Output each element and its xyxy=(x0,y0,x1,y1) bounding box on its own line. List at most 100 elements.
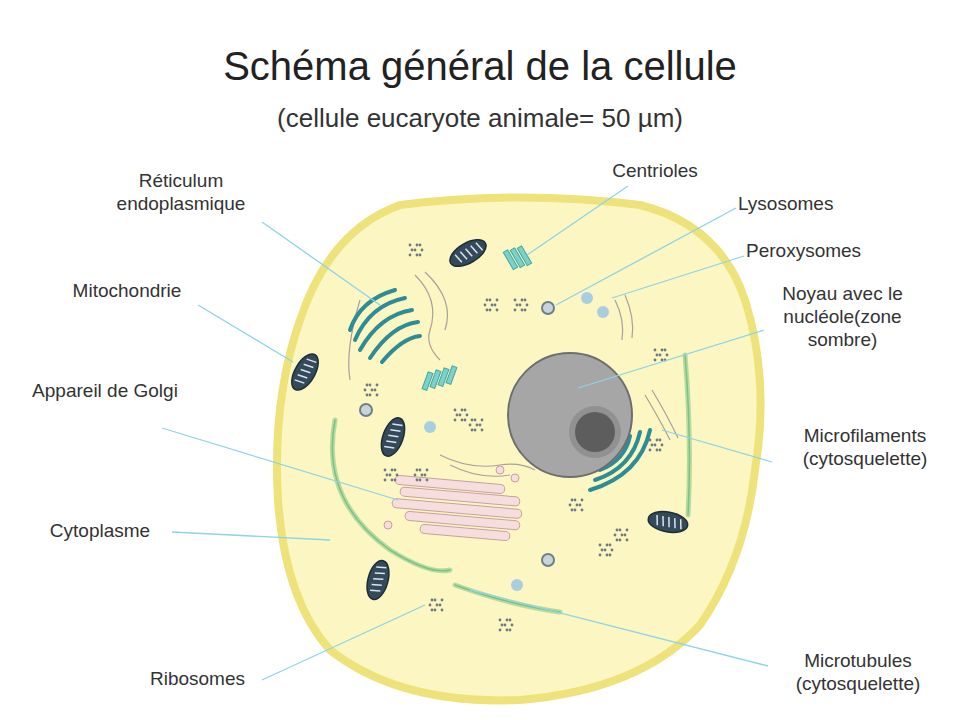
ribosome-dot xyxy=(389,474,392,477)
ribosome-dot xyxy=(656,449,659,452)
ribosome-dot xyxy=(496,309,499,312)
ribosome-dot xyxy=(471,429,474,432)
ribosome-dot xyxy=(371,389,374,392)
ribosome-dot xyxy=(376,394,379,397)
ribosome-dot xyxy=(396,474,399,477)
ribosome-dot xyxy=(419,469,422,472)
ribosome-dot xyxy=(504,624,507,627)
ribosome-dot xyxy=(621,534,624,537)
ribosome-dot xyxy=(574,499,577,502)
ribosome-dot xyxy=(429,604,432,607)
ribosome-dot xyxy=(606,544,609,547)
diagram-title: Schéma général de la cellule xyxy=(0,42,960,90)
ribosome-dot xyxy=(626,539,629,542)
ribosome-dot xyxy=(426,469,429,472)
ribosome-dot xyxy=(659,439,662,442)
part-label: Peroxysomes xyxy=(746,240,906,263)
ribosome-dot xyxy=(666,354,669,357)
ribosome-dot xyxy=(516,304,519,307)
part-label: Centrioles xyxy=(590,160,720,183)
part-label: Microtubules (cytosquelette) xyxy=(768,650,948,696)
ribosome-dot xyxy=(604,549,607,552)
ribosome-dot xyxy=(616,539,619,542)
ribosome-dot xyxy=(419,244,422,247)
ribosome-dot xyxy=(414,249,417,252)
ribosome-dot xyxy=(506,629,509,632)
ribosome-dot xyxy=(411,249,414,252)
ribosome-dot xyxy=(501,624,504,627)
ribosome-dot xyxy=(499,629,502,632)
ribosome-dot xyxy=(606,554,609,557)
ribosome-dot xyxy=(654,359,657,362)
ribosome-dot xyxy=(474,429,477,432)
ribosome-dot xyxy=(441,609,444,612)
ribosome-dot xyxy=(654,349,657,352)
ribosome-dot xyxy=(614,534,617,537)
ribosome-dot xyxy=(464,409,467,412)
ribosome-dot xyxy=(459,414,462,417)
ribosome-dot xyxy=(491,304,494,307)
ribosome-dot xyxy=(456,414,459,417)
ribosome-dot xyxy=(484,304,487,307)
ribosome-dot xyxy=(479,424,482,427)
ribosome-dot xyxy=(649,439,652,442)
ribosome-dot xyxy=(476,424,479,427)
ribosome-dot xyxy=(394,469,397,472)
ribosome-dot xyxy=(519,304,522,307)
part-label: Microfilaments (cytosquelette) xyxy=(775,425,955,471)
mitochondria xyxy=(286,234,689,602)
ribosome-dot xyxy=(434,599,437,602)
microfilaments xyxy=(349,272,678,476)
ribosome-dot xyxy=(469,424,472,427)
ribosome-dot xyxy=(414,474,417,477)
part-label: Appareil de Golgi xyxy=(30,380,180,403)
ribosome-dot xyxy=(366,384,369,387)
ribosome-dot xyxy=(656,439,659,442)
ribosome-dot xyxy=(416,244,419,247)
ribosome-dot xyxy=(494,304,497,307)
ribosome-dot xyxy=(611,549,614,552)
ribosome-dot xyxy=(454,409,457,412)
ribosome-dot xyxy=(601,549,604,552)
ribosome-dot xyxy=(509,629,512,632)
ribosome-dot xyxy=(386,474,389,477)
ribosome-dot xyxy=(486,299,489,302)
mitochondrion xyxy=(377,415,409,459)
part-label: Mitochondrie xyxy=(52,280,202,303)
ribosome-dot xyxy=(514,299,517,302)
ribosome-dot xyxy=(524,309,527,312)
part-label: Réticulum endoplasmique xyxy=(96,170,266,216)
lysosome xyxy=(360,302,554,566)
ribosome-dot xyxy=(431,599,434,602)
part-label: Lysosomes xyxy=(738,193,878,216)
ribosome-dot xyxy=(571,499,574,502)
ribosome-dot xyxy=(659,354,662,357)
ribosome-dot xyxy=(434,609,437,612)
ribosome-dot xyxy=(624,534,627,537)
ribosome-dot xyxy=(521,299,524,302)
centriole xyxy=(503,246,531,270)
ribosome-dot xyxy=(426,479,429,482)
ribosome-dot xyxy=(436,604,439,607)
ribosome-dot xyxy=(364,389,367,392)
ribosome-dot xyxy=(374,389,377,392)
ribosome-dot xyxy=(649,449,652,452)
ribosome-dot xyxy=(439,604,442,607)
cell-membrane xyxy=(277,198,761,701)
ribosome-dot xyxy=(599,544,602,547)
ribosome-dot xyxy=(409,254,412,257)
ribosome-dot xyxy=(626,529,629,532)
ribosome-dot xyxy=(369,394,372,397)
ribosome-dot xyxy=(384,479,387,482)
ribosome-dot xyxy=(661,349,664,352)
ribosome-dot xyxy=(581,509,584,512)
golgi-apparatus xyxy=(384,466,522,541)
mitochondrion xyxy=(647,509,690,536)
ribosome-dot xyxy=(464,419,467,422)
ribosome-dot xyxy=(489,299,492,302)
ribosome-dot xyxy=(664,349,667,352)
leader-lines xyxy=(162,186,772,680)
ribosome-dot xyxy=(524,299,527,302)
ribosome-dot xyxy=(391,479,394,482)
ribosome-dot xyxy=(394,479,397,482)
